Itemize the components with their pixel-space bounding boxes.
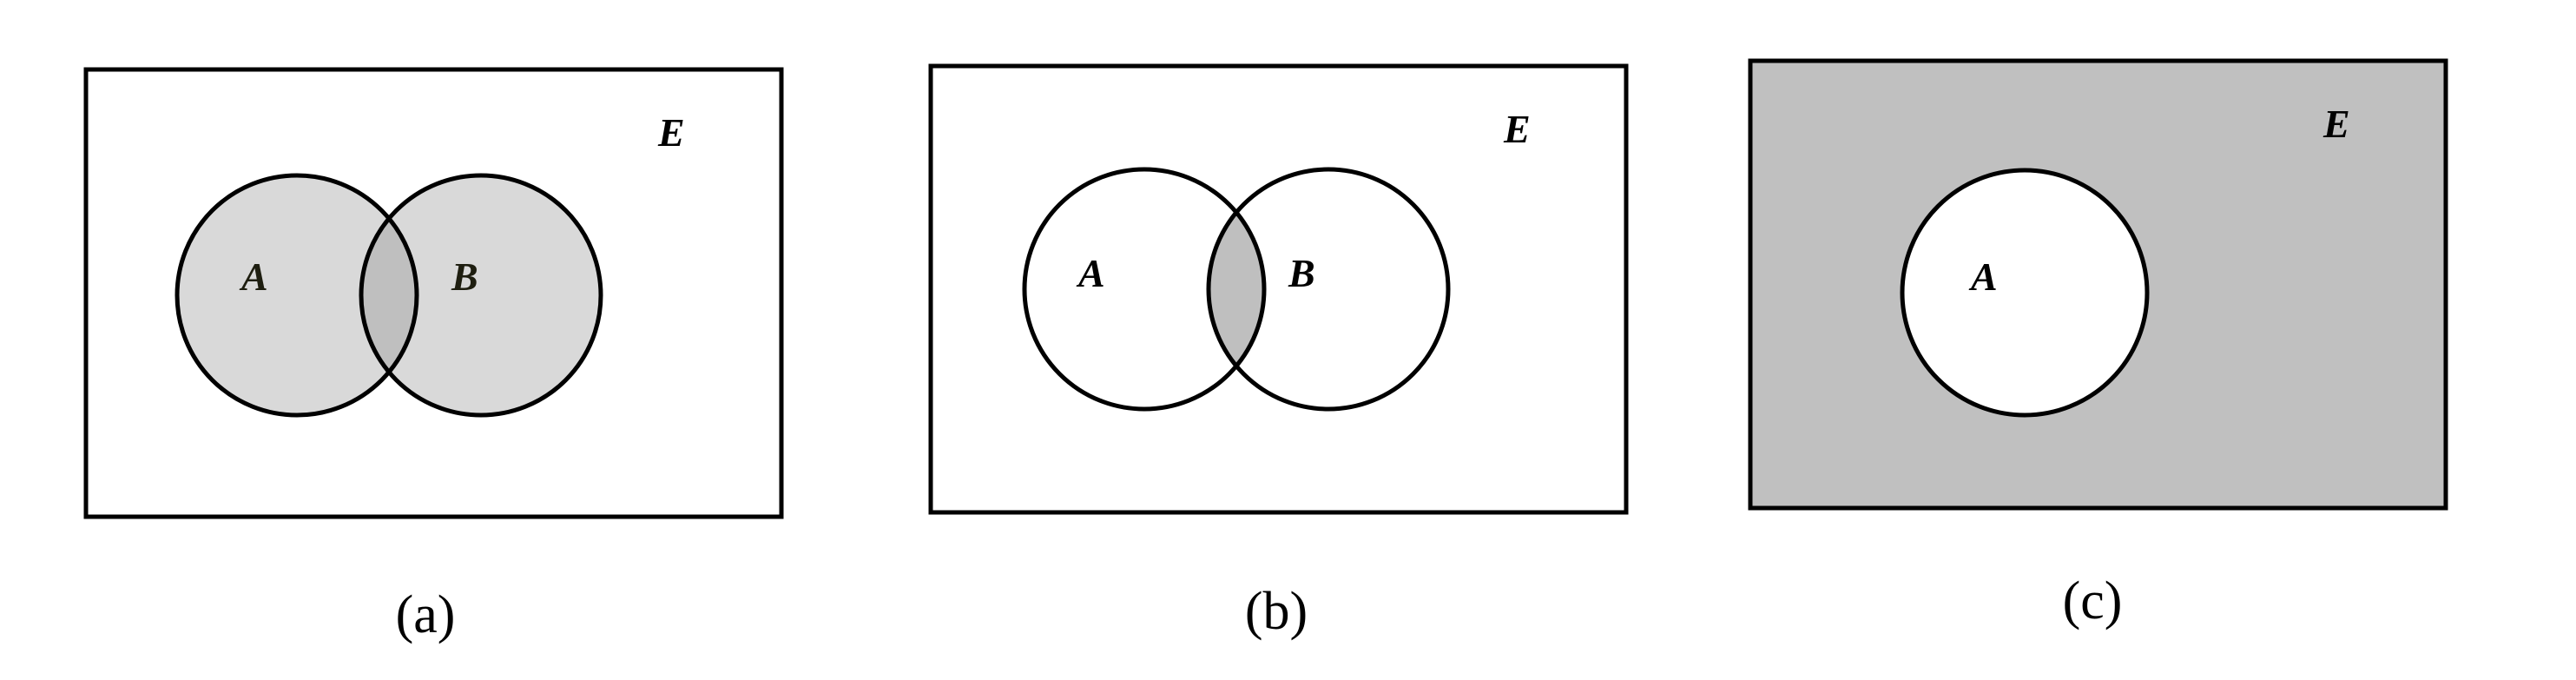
panel-b-caption: (b) [1245,582,1308,641]
panel-b-set-b-circle [1206,167,1451,412]
panel-c-complement: E A (c) [1748,58,2448,630]
panel-a-universe-label: E [657,110,685,155]
panel-a-set-a-label: A [239,254,268,299]
panel-b-universe-frame [928,63,1629,515]
panel-a-set-a-circle [175,173,419,418]
panel-c-set-a-label: A [1968,254,1998,299]
panel-c-set-a-circle [1900,168,2150,418]
panel-b-set-a-label: A [1076,251,1105,295]
panel-a-union: E A B (a) [83,67,784,644]
panel-b-universe-label: E [1503,107,1531,151]
panel-a-set-b-fill [361,175,601,415]
panel-a-caption: (a) [396,585,456,644]
panel-b-intersection: E A B (b) [928,63,1629,641]
panel-c-caption: (c) [2063,571,2123,630]
panel-b-set-b-label: B [1288,251,1315,295]
panel-c-universe-label: E [2322,102,2350,146]
panel-a-set-b-label: B [451,254,478,299]
panel-b-set-a-circle [1022,167,1267,412]
panel-a-set-a-fill [177,175,417,415]
panel-a-set-b-circle [359,173,603,418]
